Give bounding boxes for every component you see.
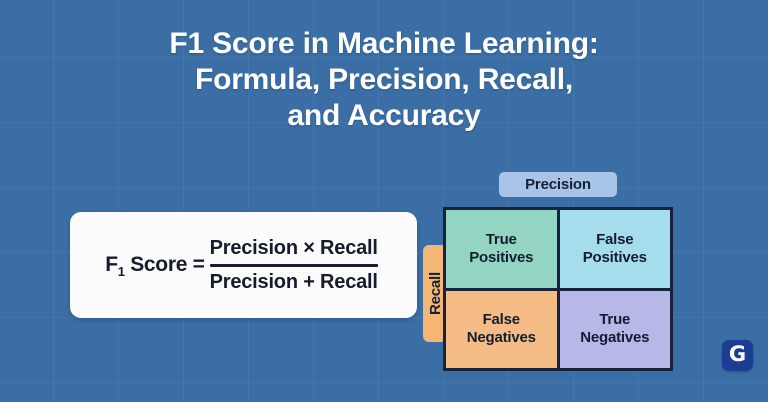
fraction-denominator: Precision + Recall: [209, 270, 378, 293]
true-negatives-line-1: True: [599, 311, 631, 329]
true-negatives-line-2: Negatives: [580, 329, 650, 347]
precision-axis-label: Precision: [499, 172, 617, 197]
formula-subscript: 1: [117, 264, 125, 280]
false-positives-line-1: False: [596, 230, 634, 248]
false-negatives-line-2: Negatives: [466, 329, 536, 347]
brand-logo-icon: G: [722, 340, 753, 371]
formula-f-symbol: F: [105, 253, 118, 276]
recall-axis-label-text: Recall: [426, 272, 444, 315]
fraction-numerator: Precision × Recall: [209, 236, 378, 259]
true-positives-line-1: True: [485, 230, 517, 248]
formula-fraction: Precision × Recall Precision + Recall: [209, 236, 378, 295]
title-line-3: and Accuracy: [287, 99, 481, 132]
title-line-1: F1 Score in Machine Learning:: [169, 27, 599, 60]
formula-left-hand-side: F1 Score =: [105, 253, 205, 280]
confusion-matrix: True Positives False Positives False Neg…: [443, 207, 673, 371]
f1-score-formula: F1 Score = Precision × Recall Precision …: [105, 236, 378, 295]
matrix-cell-true-negatives: True Negatives: [559, 290, 670, 368]
page-title: F1 Score in Machine Learning: Formula, P…: [0, 26, 768, 134]
title-line-2: Formula, Precision, Recall,: [194, 63, 574, 96]
false-negatives-line-1: False: [482, 311, 521, 329]
matrix-cell-false-negatives: False Negatives: [446, 290, 557, 368]
true-positives-line-2: Positives: [469, 248, 534, 266]
formula-card: F1 Score = Precision × Recall Precision …: [70, 212, 417, 318]
matrix-cell-true-positives: True Positives: [446, 210, 557, 288]
matrix-cell-false-positives: False Positives: [559, 210, 670, 288]
formula-score-equals: Score =: [124, 253, 205, 276]
precision-axis-label-text: Precision: [525, 176, 591, 193]
fraction-bar: [209, 263, 378, 267]
brand-logo-glyph: G: [728, 342, 747, 366]
false-positives-line-2: Positives: [582, 248, 647, 266]
